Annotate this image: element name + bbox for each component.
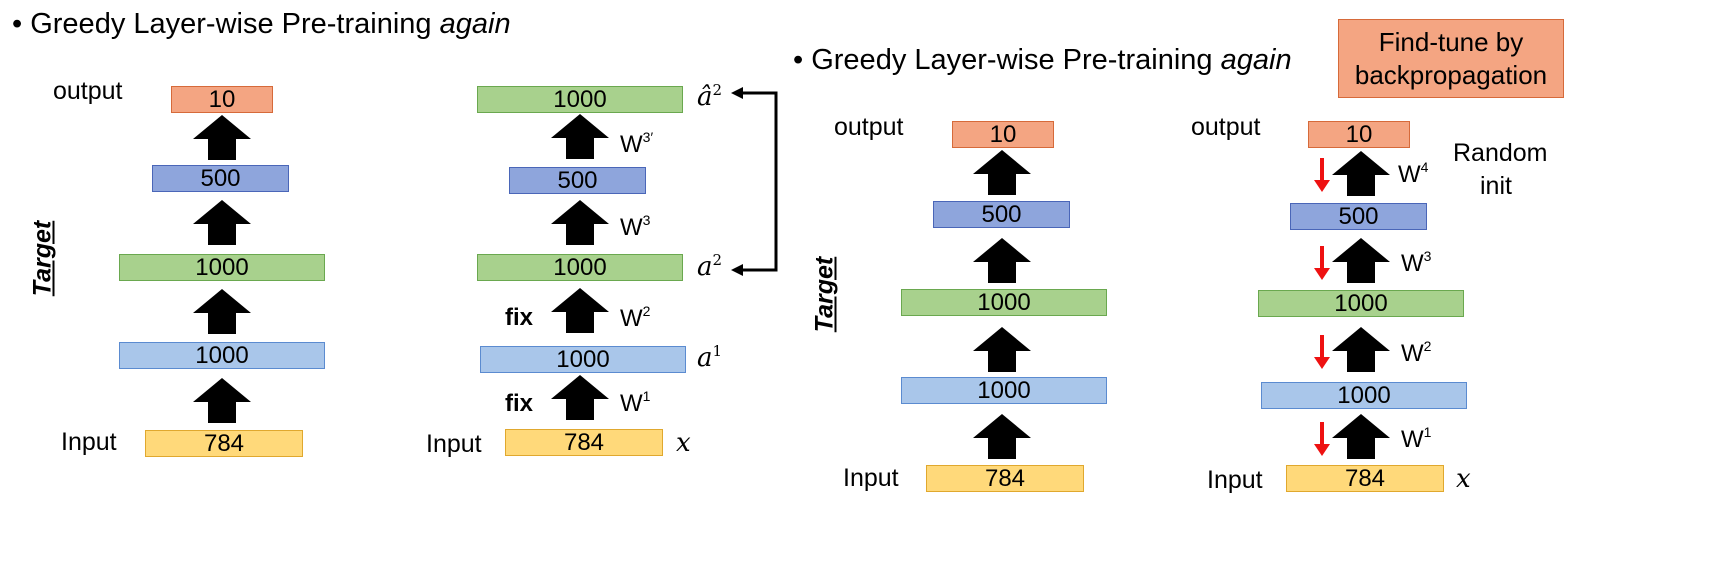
bullet: • [12, 8, 23, 40]
x-label: x [1456, 464, 1471, 494]
up-arrow-icon [973, 414, 1031, 459]
layer-1000-blue: 1000 [1261, 382, 1467, 409]
heading-text: Greedy Layer-wise Pre-training [30, 8, 440, 40]
left-heading: • Greedy Layer-wise Pre-training again [12, 8, 511, 41]
output-label: output [834, 113, 904, 141]
up-arrow-icon [973, 238, 1031, 283]
red-down-arrow-icon [1314, 246, 1330, 280]
input-label: Input [426, 430, 482, 458]
layer-1000-green: 1000 [901, 289, 1107, 316]
layer-1000-green: 1000 [119, 254, 325, 281]
x-label: x [676, 428, 691, 458]
up-arrow-icon [551, 114, 609, 159]
output-layer-10: 10 [1308, 121, 1410, 148]
up-arrow-icon [551, 375, 609, 420]
input-layer-784: 784 [145, 430, 303, 457]
layer-500: 500 [1290, 203, 1427, 230]
layer-1000-blue: 1000 [119, 342, 325, 369]
input-layer-784: 784 [505, 429, 663, 456]
output-label: output [1191, 113, 1261, 141]
init-label: init [1480, 172, 1512, 200]
red-down-arrow-icon [1314, 158, 1330, 192]
target-label: Target [810, 256, 839, 333]
a-hat-2-label: â2 [697, 81, 723, 112]
fine-tune-callout: Find-tune by backpropagation [1338, 19, 1564, 98]
layer-500: 500 [933, 201, 1070, 228]
fix-label-w2: fix [505, 304, 534, 331]
layer-1000-green: 1000 [477, 254, 683, 281]
callout-line-2: backpropagation [1354, 59, 1548, 90]
weight-w3: W3 [1401, 248, 1432, 277]
right-heading: • Greedy Layer-wise Pre-training again [793, 44, 1292, 77]
up-arrow-icon [1332, 151, 1390, 196]
connector-arrowhead-bottom-icon [731, 264, 743, 276]
heading-emphasis: again [1220, 44, 1292, 76]
up-arrow-icon [973, 150, 1031, 195]
output-layer-10: 10 [952, 121, 1054, 148]
input-layer-784: 784 [926, 465, 1084, 492]
up-arrow-icon [193, 289, 251, 334]
up-arrow-icon [193, 378, 251, 423]
input-layer-784: 784 [1286, 465, 1444, 492]
connector-arrowhead-top-icon [731, 87, 743, 99]
weight-w3: W3 [620, 212, 651, 241]
up-arrow-icon [973, 327, 1031, 372]
weight-w2: W2 [620, 303, 651, 332]
up-arrow-icon [1332, 238, 1390, 283]
output-label: output [53, 77, 123, 105]
input-label: Input [61, 428, 117, 456]
output-layer-10: 10 [171, 86, 273, 113]
up-arrow-icon [551, 288, 609, 333]
up-arrow-icon [551, 200, 609, 245]
weight-w2: W2 [1401, 338, 1432, 367]
layer-500: 500 [509, 167, 646, 194]
red-down-arrow-icon [1314, 335, 1330, 369]
fix-label-w1: fix [505, 390, 534, 417]
up-arrow-icon [193, 115, 251, 160]
weight-w1: W1 [620, 388, 651, 417]
a-2-label: a2 [697, 251, 723, 282]
layer-1000-green: 1000 [1258, 290, 1464, 317]
callout-line-1: Find-tune by [1378, 27, 1524, 57]
target-label: Target [28, 220, 57, 297]
a-1-label: a1 [697, 342, 723, 373]
layer-1000-blue: 1000 [901, 377, 1107, 404]
layer-500: 500 [152, 165, 289, 192]
random-label: Random [1453, 139, 1548, 167]
weight-w1: W1 [1401, 424, 1432, 453]
input-label: Input [843, 464, 899, 492]
red-down-arrow-icon [1314, 422, 1330, 456]
weight-w3-prime: W3′ [620, 129, 654, 158]
layer-1000-blue: 1000 [480, 346, 686, 373]
heading-emphasis: again [439, 8, 511, 40]
weight-w4: W4 [1398, 159, 1429, 188]
up-arrow-icon [1332, 414, 1390, 459]
heading-text: Greedy Layer-wise Pre-training [811, 44, 1221, 76]
reconstruction-layer-1000: 1000 [477, 86, 683, 113]
up-arrow-icon [1332, 327, 1390, 372]
bullet: • [793, 44, 804, 76]
up-arrow-icon [193, 200, 251, 245]
reconstruction-connector [739, 91, 778, 272]
fat-arrows-group [193, 114, 1390, 459]
input-label: Input [1207, 466, 1263, 494]
